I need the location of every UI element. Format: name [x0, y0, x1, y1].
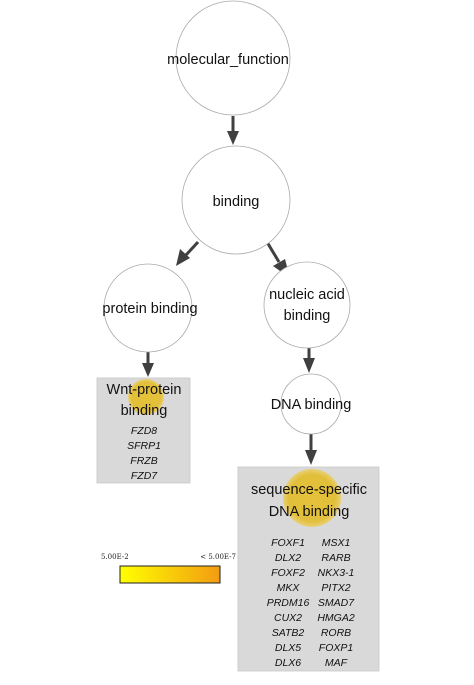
node-circle	[175, 0, 291, 116]
gene: FZD7	[131, 470, 158, 482]
legend-high-label: < 5.00E-7	[200, 553, 236, 561]
node-label-line-1: sequence-specific	[251, 482, 367, 498]
pvalue-legend: 5.00E-2 < 5.00E-7	[101, 553, 236, 584]
node-sequence-specific-dna-binding[interactable]: sequence-specific DNA binding FOXF1 DLX2…	[237, 466, 380, 672]
edge-protein-binding-to-wnt-protein-binding	[142, 352, 154, 377]
edge-binding-to-protein-binding	[176, 240, 200, 266]
node-circle	[263, 261, 351, 349]
gene: RORB	[321, 627, 351, 639]
gene: DLX5	[275, 642, 301, 654]
node-label-line-1: Wnt-protein	[107, 382, 182, 398]
node-circle	[181, 145, 291, 255]
edge-dna-binding-to-sequence-specific-dna-binding	[305, 434, 317, 465]
gene: CUX2	[274, 612, 302, 624]
gene-list-left: FOXF1 DLX2 FOXF2 MKX PRDM16 CUX2 SATB2 D…	[267, 537, 310, 669]
gene-list: FZD8 SFRP1 FRZB FZD7	[127, 425, 161, 482]
gene: DLX2	[275, 552, 301, 564]
node-nucleic-acid-binding[interactable]: nucleic acid binding	[263, 261, 351, 349]
node-label-line-2: binding	[284, 308, 331, 324]
legend-color-bar	[119, 565, 221, 584]
significance-circle	[283, 469, 341, 527]
gene: SMAD7	[318, 597, 355, 609]
gene: SATB2	[272, 627, 305, 639]
node-circle	[103, 263, 193, 353]
gene: FRZB	[130, 455, 157, 467]
node-label: DNA binding	[271, 397, 352, 413]
gene: PRDM16	[267, 597, 310, 609]
node-circle	[280, 373, 342, 435]
gene: MAF	[325, 657, 348, 669]
gene: RARB	[321, 552, 350, 564]
legend-low-label: 5.00E-2	[101, 553, 129, 561]
node-molecular-function[interactable]: molecular_function	[167, 0, 291, 116]
node-label: binding	[213, 194, 260, 210]
node-label: protein binding	[102, 301, 197, 317]
gene-list-right: MSX1 RARB NKX3-1 PITX2 SMAD7 HMGA2 RORB …	[317, 537, 355, 669]
gene: PITX2	[321, 582, 350, 594]
gene: FOXF1	[271, 537, 305, 549]
node-dna-binding[interactable]: DNA binding	[271, 373, 352, 435]
gene: NKX3-1	[318, 567, 355, 579]
gene: FOXP1	[319, 642, 353, 654]
gene: HMGA2	[317, 612, 355, 624]
node-label-line-2: binding	[121, 403, 168, 419]
gene: FZD8	[131, 425, 157, 437]
node-binding[interactable]: binding	[181, 145, 291, 255]
node-label-line-2: DNA binding	[269, 504, 350, 520]
gene: MKX	[277, 582, 301, 594]
node-wnt-protein-binding[interactable]: Wnt-protein binding FZD8 SFRP1 FRZB FZD7	[96, 377, 191, 484]
edge-molecular-function-to-binding	[227, 116, 239, 145]
node-label-line-1: nucleic acid	[269, 287, 345, 303]
node-label: molecular_function	[167, 52, 289, 68]
significance-circle	[128, 379, 164, 415]
gene: SFRP1	[127, 440, 161, 452]
node-protein-binding[interactable]: protein binding	[102, 263, 198, 353]
gene: FOXF2	[271, 567, 305, 579]
gene: MSX1	[322, 537, 351, 549]
gene: DLX6	[275, 657, 301, 669]
